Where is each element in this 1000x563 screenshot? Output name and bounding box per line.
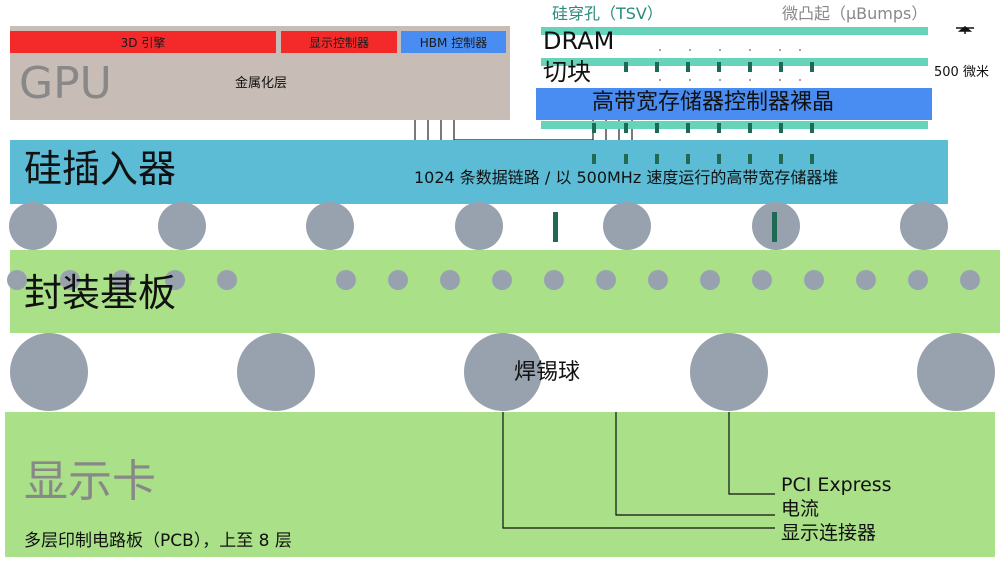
microbump-dots [659,49,801,81]
interposer-vias [553,212,777,242]
interposer-title: 硅插入器 [24,147,177,191]
board-title: 显示卡 [24,456,156,507]
tsv-vias [592,62,814,164]
substrate-title: 封装基板 [24,271,177,315]
silicon-interposer [10,140,948,204]
engine-block [10,31,276,53]
pcie-label: PCI Express [781,474,892,496]
display-connector-label: 显示连接器 [781,522,877,544]
tsv-layer [541,27,928,35]
interposer-caption: 1024 条数据链路 / 以 500MHz 速度运行的高带宽存储器堆 [414,168,839,187]
hbm-controller-die [536,88,932,120]
tsv-label: 硅穿孔（TSV） [552,4,663,23]
gpu-title: GPU [19,58,112,109]
power-label: 电流 [781,498,820,520]
solder-label: 焊锡球 [514,360,581,385]
substrate-dots [7,270,980,290]
display-controller-label: 显示控制器 [308,35,369,50]
graphics-card-pcb [5,412,995,557]
height-marker [956,26,974,34]
hbm-controller-block [401,31,506,53]
display-controller-block [281,31,397,53]
interposer-bumps [9,202,948,250]
connection-leaders [502,412,775,529]
hbm-controller-die-label: 高带宽存储器控制器裸晶 [592,90,835,115]
pcb-label: 多层印制电路板（PCB），上至 8 层 [24,531,292,551]
engine-label: 3D 引擎 [120,35,166,50]
hbm-controller-label: HBM 控制器 [419,35,488,50]
solder-balls [10,333,995,411]
hbm-stack [536,27,932,129]
dram-layer [541,58,928,66]
ubumps-label: 微凸起（μBumps） [782,4,928,23]
height-note: 500 微米 [934,65,989,80]
slice-label: 切块 [543,58,591,86]
dram-label: DRAM [543,27,615,55]
package-substrate [10,250,1000,333]
metal-layer-label: 金属化层 [235,76,288,91]
base-tsv-layer [541,121,928,129]
